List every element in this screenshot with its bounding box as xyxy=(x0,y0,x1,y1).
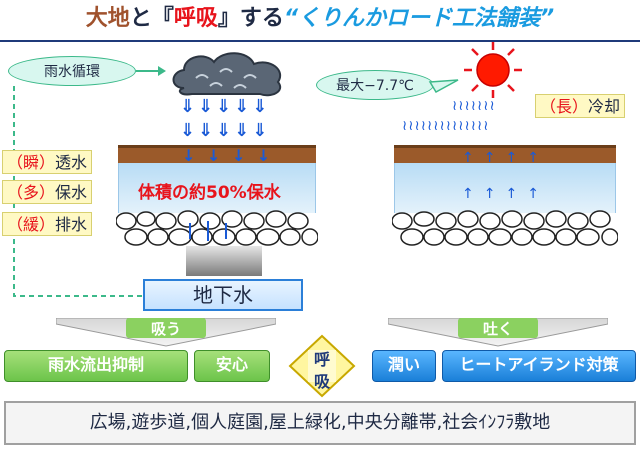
application-sites-bar: 広場,遊歩道,個人庭園,屋上緑化,中央分離帯,社会ｲﾝﾌﾗ敷地 xyxy=(4,401,636,445)
absorb-tab: 吸う xyxy=(96,318,236,338)
sun-icon xyxy=(464,42,522,98)
rain-cycle-bubble: 雨水循環 xyxy=(8,56,136,86)
cooling-label: （長）冷却 xyxy=(535,94,626,118)
groundwater-flow-arrow xyxy=(186,246,262,276)
double-arrow-icon xyxy=(288,334,356,398)
cloud-icon xyxy=(172,52,281,97)
title-divider xyxy=(0,40,640,42)
breath-char-2: 吸 xyxy=(313,372,330,391)
vapor-waves-1: ≀≀≀≀≀≀≀ xyxy=(452,98,496,114)
right-soil-layer xyxy=(394,145,616,163)
rain-cycle-label: 雨水循環 xyxy=(44,64,100,80)
title-part-method: “くりんかロード工法舗装” xyxy=(283,6,555,31)
water-retention-label: （多）保水 xyxy=(2,180,93,204)
breath-double-arrow: 呼 吸 xyxy=(288,334,356,398)
title-part-suru: 』する xyxy=(217,6,284,31)
groundwater-box: 地下水 xyxy=(143,279,303,311)
title-part-ground: 大地 xyxy=(85,6,130,31)
heat-island-button[interactable]: ヒートアイランド対策 xyxy=(442,350,636,382)
moisture-button[interactable]: 潤い xyxy=(372,350,436,382)
evaporation-arrows-1: ↑↑↑↑ xyxy=(462,150,549,166)
temp-bubble-pointer xyxy=(428,79,459,94)
instant-permeation-label: （瞬）透水 xyxy=(2,150,93,174)
title-part-and: と『 xyxy=(129,6,174,31)
left-soil-layer xyxy=(118,145,316,163)
drainage-label: （緩）排水 xyxy=(2,212,93,236)
left-water-layer xyxy=(118,163,316,213)
breath-char-1: 呼 xyxy=(313,350,330,369)
diagram-title: 大地と『呼吸』する“くりんかロード工法舗装” xyxy=(0,2,640,36)
rain-arrows-row-2: ⇓⇓⇓⇓⇓ xyxy=(180,120,271,141)
exhale-label: 吐く xyxy=(458,318,538,338)
title-part-breath: 呼吸 xyxy=(173,6,218,31)
max-temp-label: 最大−7.7℃ xyxy=(336,78,414,94)
right-gravel-layer xyxy=(392,210,618,246)
left-gravel-layer xyxy=(116,210,318,246)
absorb-label: 吸う xyxy=(126,318,206,338)
volume-retention-label: 体積の約50%保水 xyxy=(138,183,281,203)
safety-button[interactable]: 安心 xyxy=(194,350,270,382)
percolation-arrows: ↓ ↓ ↓ ↓ xyxy=(182,146,274,165)
max-temp-bubble: 最大−7.7℃ xyxy=(316,70,434,100)
rain-arrows-row-1: ⇓⇓⇓⇓⇓ xyxy=(180,96,271,117)
exhale-tab: 吐く xyxy=(428,318,568,338)
runoff-control-button[interactable]: 雨水流出抑制 xyxy=(4,350,188,382)
right-water-layer xyxy=(394,163,616,213)
evaporation-arrows-2: ↑↑↑↑ xyxy=(462,186,549,202)
vapor-waves-2: ≀≀≀≀≀≀≀≀≀≀≀≀≀≀ xyxy=(402,118,490,134)
